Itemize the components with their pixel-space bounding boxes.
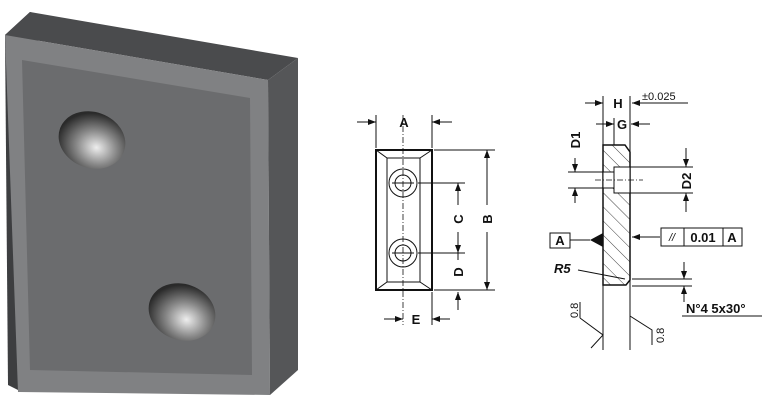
dim-g-label: G [617, 117, 627, 132]
parallelism-frame: // 0.01 A [660, 227, 743, 247]
chamfer-label: N°4 5x30° [686, 301, 746, 316]
dim-c-label: C [451, 214, 466, 224]
counterbore-hole-top [58, 111, 126, 169]
roughness-left: 0.8 [569, 303, 581, 318]
side-view: H ±0.025 G D1 D2 A // 0.01 A R5 [549, 91, 762, 350]
dim-d-label: D [451, 267, 466, 276]
datum-label: A [555, 233, 565, 248]
block-right-face [268, 58, 298, 395]
front-view: A B C D E [357, 115, 495, 327]
dim-h-label: H [613, 96, 622, 111]
plate-3d-render [5, 12, 298, 395]
radius-label: R5 [554, 261, 571, 276]
counterbore-hole-bottom [148, 283, 216, 341]
dim-b-label: B [480, 214, 495, 223]
dim-a-label: A [399, 115, 409, 130]
block-top-face [5, 12, 298, 80]
svg-text://: // [668, 232, 676, 244]
svg-text:0.01: 0.01 [690, 230, 715, 245]
roughness-right: 0.8 [655, 328, 667, 343]
dim-e-label: E [412, 312, 421, 327]
block-inner-face [22, 60, 252, 375]
tolerance-label: ±0.025 [642, 91, 676, 103]
dim-d2-label: D2 [679, 173, 694, 190]
svg-text:A: A [727, 230, 737, 245]
dim-d1-label: D1 [568, 132, 583, 149]
datum-triangle-icon [590, 233, 603, 247]
